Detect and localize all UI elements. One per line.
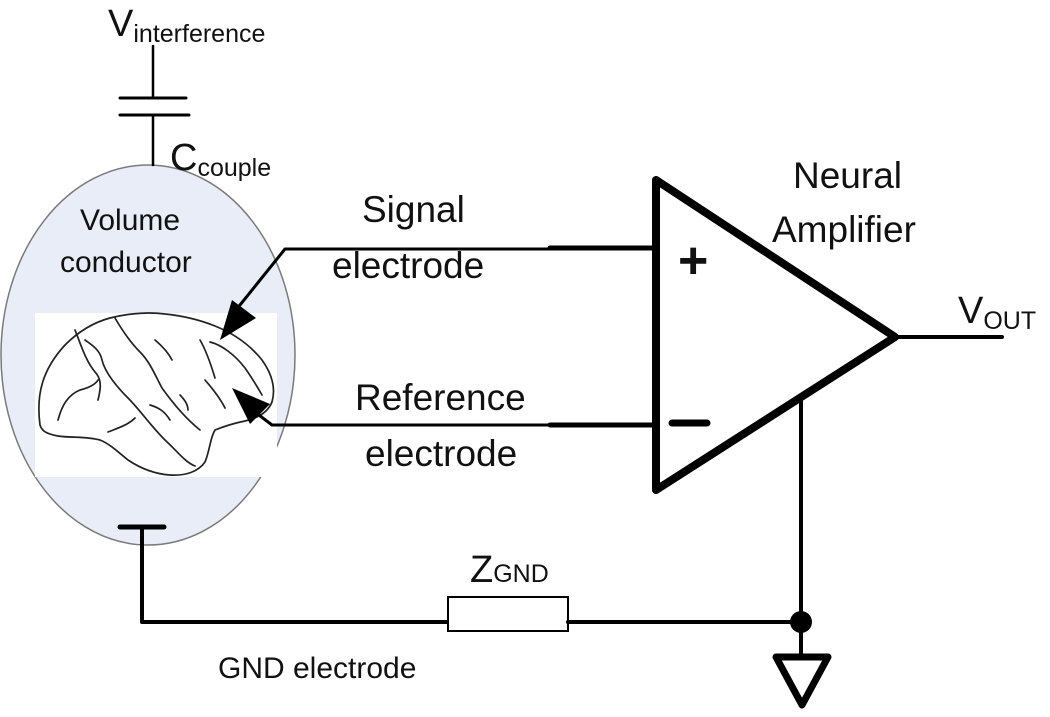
- signal-electrode-wire: [220, 245, 658, 340]
- c-couple-label: Ccouple: [170, 137, 271, 182]
- amplifier-label-line1: Neural: [793, 155, 902, 196]
- plus-sign: +: [678, 232, 708, 290]
- signal-electrode-label-line1: Signal: [362, 189, 465, 230]
- reference-electrode-wire: [232, 388, 658, 428]
- neural-amplifier: +: [652, 176, 899, 494]
- volume-conductor-label-line1: Volume: [80, 204, 180, 237]
- volume-conductor-label-line2: conductor: [60, 246, 192, 279]
- reference-electrode-label-line1: Reference: [355, 377, 526, 418]
- reference-electrode-label-line2: electrode: [365, 433, 517, 474]
- gnd-electrode-label: GND electrode: [218, 652, 416, 685]
- gnd-electrode: [117, 524, 450, 624]
- zgnd-label: ZGND: [470, 549, 549, 591]
- signal-arrow-head: [220, 300, 256, 340]
- vout-label: VOUT: [958, 290, 1036, 335]
- ground-symbol-icon: [772, 653, 832, 709]
- amplifier-label-line2: Amplifier: [772, 209, 916, 250]
- coupling-capacitor: [118, 44, 191, 167]
- gnd-impedance-resistor: [447, 596, 803, 632]
- v-interference-label: Vinterference: [108, 3, 265, 48]
- brain-illustration: [38, 312, 275, 476]
- junction-dot: [790, 611, 812, 633]
- signal-electrode-label-line2: electrode: [332, 245, 484, 286]
- reference-arrow-head: [232, 388, 270, 424]
